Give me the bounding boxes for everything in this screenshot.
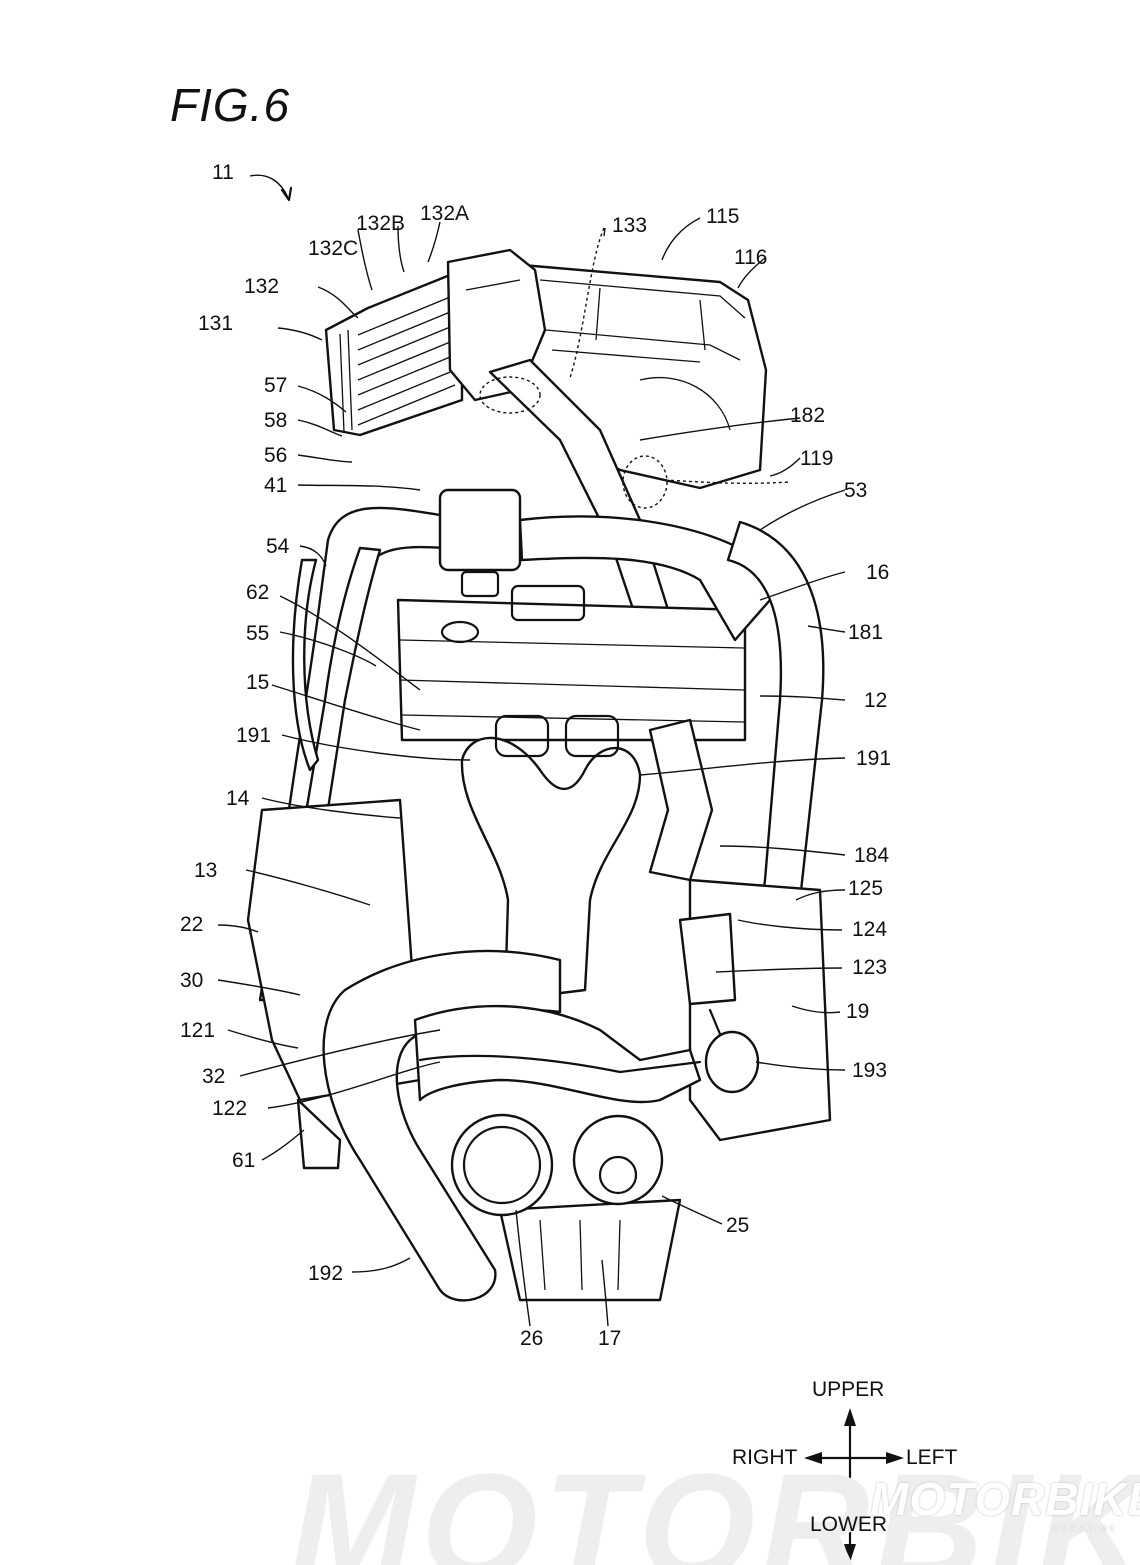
callout-184: 184: [854, 845, 889, 866]
watermark-subtitle: MAGAZINE: [1052, 1524, 1118, 1533]
callout-132A: 132A: [420, 203, 469, 224]
callout-62: 62: [246, 582, 269, 603]
callout-56: 56: [264, 445, 287, 466]
watermark: MOTORBIKE MOTORBIKE MAGAZINE: [0, 1420, 1140, 1565]
callout-26: 26: [520, 1328, 543, 1349]
callout-193: 193: [852, 1060, 887, 1081]
callout-119: 119: [800, 448, 833, 469]
callout-61: 61: [232, 1150, 255, 1171]
callout-15: 15: [246, 672, 269, 693]
callout-182: 182: [790, 405, 825, 426]
callout-57: 57: [264, 375, 287, 396]
callout-192: 192: [308, 1263, 343, 1284]
callout-191-left: 191: [236, 725, 271, 746]
callout-116: 116: [734, 247, 767, 268]
callout-123: 123: [852, 957, 887, 978]
orientation-upper: UPPER: [812, 1378, 884, 1402]
callout-14: 14: [226, 788, 249, 809]
callout-181: 181: [848, 622, 883, 643]
callout-122: 122: [212, 1098, 247, 1119]
callout-55: 55: [246, 623, 269, 644]
callout-115: 115: [706, 206, 739, 227]
callout-17: 17: [598, 1328, 621, 1349]
callout-11: 11: [212, 162, 234, 183]
callout-124: 124: [852, 919, 887, 940]
callout-19: 19: [846, 1001, 869, 1022]
callout-53: 53: [844, 480, 867, 501]
callout-30: 30: [180, 970, 203, 991]
watermark-logo: MOTORBIKE: [870, 1472, 1140, 1526]
callout-54: 54: [266, 536, 289, 557]
callout-191-right: 191: [856, 748, 891, 769]
orientation-right: RIGHT: [732, 1446, 797, 1470]
callout-22: 22: [180, 914, 203, 935]
callout-125: 125: [848, 878, 883, 899]
callout-25: 25: [726, 1215, 749, 1236]
orientation-left: LEFT: [906, 1446, 957, 1470]
callout-32: 32: [202, 1066, 225, 1087]
callout-131: 131: [198, 313, 233, 334]
callout-41: 41: [264, 475, 287, 496]
callout-12: 12: [864, 690, 887, 711]
callout-13: 13: [194, 860, 217, 881]
orientation-lower: LOWER: [810, 1513, 887, 1537]
callout-132C: 132C: [308, 238, 358, 259]
callout-132: 132: [244, 276, 279, 297]
callout-58: 58: [264, 410, 287, 431]
callout-133: 133: [612, 215, 647, 236]
callout-132B: 132B: [356, 213, 405, 234]
callout-121: 121: [180, 1020, 215, 1041]
callout-16: 16: [866, 562, 889, 583]
